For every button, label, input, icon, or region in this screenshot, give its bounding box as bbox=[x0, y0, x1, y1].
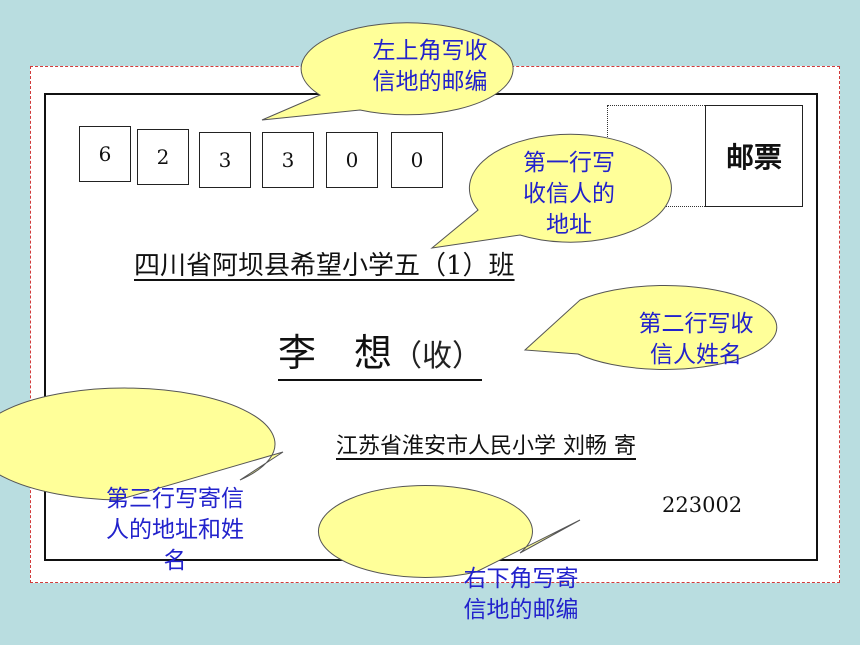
callout-line: 左上角写收 bbox=[372, 38, 488, 64]
callout-line1-address: 第一行写 收信人的 地址 bbox=[469, 148, 669, 241]
zip-digit: 3 bbox=[281, 148, 295, 172]
callout-line2-name: 第二行写收 信人姓名 bbox=[592, 309, 800, 371]
recipient-name-suffix: （收） bbox=[392, 339, 483, 374]
callout-line: 收信人的 bbox=[523, 181, 615, 207]
callout-line: 右下角写寄 bbox=[463, 566, 579, 592]
stamp-box: 邮票 bbox=[705, 105, 803, 207]
zip-digit: 0 bbox=[345, 148, 359, 172]
recipient-name-line: 李 想（收） bbox=[278, 322, 483, 381]
callout-line: 信地的邮编 bbox=[463, 597, 579, 623]
zip-digit-box: 3 bbox=[199, 132, 251, 188]
sender-zip: 223002 bbox=[662, 493, 743, 517]
bubble-line1-address bbox=[430, 133, 672, 249]
callout-line: 名 bbox=[163, 548, 187, 574]
callout-top-left-zip: 左上角写收 信地的邮编 bbox=[320, 36, 540, 98]
recipient-address: 四川省阿坝县希望小学五（1）班 bbox=[134, 251, 515, 281]
zip-digit-box: 2 bbox=[137, 129, 189, 185]
callout-line: 地址 bbox=[546, 212, 592, 238]
callout-line: 信地的邮编 bbox=[372, 69, 488, 95]
zip-digit-box: 3 bbox=[262, 132, 314, 188]
stamp-label: 邮票 bbox=[725, 141, 782, 174]
bubble-line2-name bbox=[523, 284, 778, 370]
zip-digit: 2 bbox=[156, 145, 170, 169]
callout-line: 人的地址和姓 bbox=[106, 517, 244, 543]
sender-info: 江苏省淮安市人民小学 刘畅 寄 bbox=[336, 434, 636, 459]
zip-digit-box: 0 bbox=[391, 132, 443, 188]
zip-digit-box: 0 bbox=[326, 132, 378, 188]
bubble-bottom-right-zip bbox=[317, 484, 581, 578]
zip-digit: 6 bbox=[98, 142, 112, 166]
callout-line: 第一行写 bbox=[523, 150, 615, 176]
callout-line: 第二行写收 bbox=[638, 311, 754, 337]
zip-digit-box: 6 bbox=[79, 126, 131, 182]
callout-line: 信人姓名 bbox=[650, 342, 742, 368]
callout-line3-sender: 第三行写寄信 人的地址和姓 名 bbox=[40, 484, 310, 577]
callout-bottom-right-zip: 右下角写寄 信地的邮编 bbox=[411, 564, 631, 626]
zip-digit: 0 bbox=[410, 148, 424, 172]
callout-line: 第三行写寄信 bbox=[106, 486, 244, 512]
bubble-top-left-zip bbox=[261, 22, 514, 121]
bubble-line3-sender bbox=[0, 387, 284, 501]
zip-digit: 3 bbox=[218, 148, 232, 172]
recipient-name: 李 想 bbox=[278, 331, 393, 375]
